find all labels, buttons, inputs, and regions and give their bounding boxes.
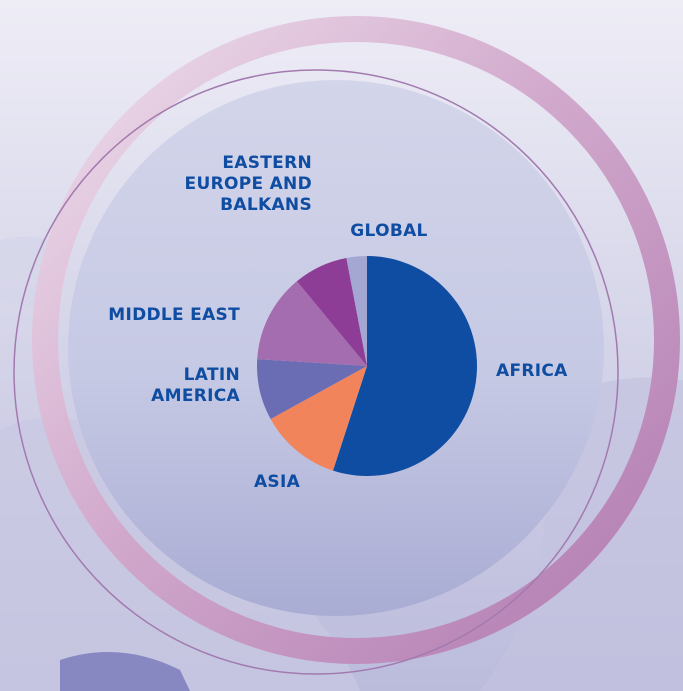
pie-label-line: AMERICA: [151, 386, 240, 406]
pie-slice-global: [346, 256, 367, 366]
inner-thin-ring: [13, 69, 619, 675]
pie-slice-africa: [333, 256, 477, 477]
pie-label-line: ASIA: [254, 472, 301, 492]
pie-label-line: EASTERN: [222, 153, 312, 173]
map-landmass: [60, 652, 190, 691]
pie-slice-asia: [270, 366, 367, 471]
outer-ring: [32, 16, 680, 664]
pie-label-line: LATIN: [184, 365, 240, 385]
pie-label-line: BALKANS: [220, 195, 312, 215]
pie-label-africa: AFRICA: [496, 361, 568, 381]
pie-label-line: MIDDLE EAST: [108, 305, 240, 325]
pie-label-line: AFRICA: [496, 361, 568, 381]
pie-label-line: EUROPE AND: [185, 174, 312, 194]
pie-label-line: GLOBAL: [350, 221, 427, 241]
pie-label-middle-east: MIDDLE EAST: [108, 305, 240, 325]
pie-chart: [257, 256, 477, 477]
pie-slice-middle-east: [257, 281, 367, 366]
pie-label-global: GLOBAL: [350, 221, 427, 241]
pie-slice-latin-america: [257, 359, 367, 419]
pie-slice-eastern-europe-and-balkans: [296, 257, 367, 366]
pie-label-asia: ASIA: [254, 472, 301, 492]
